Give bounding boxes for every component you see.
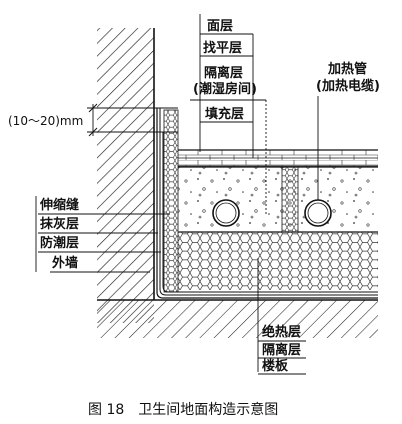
label-floor-slab: 楼板 (262, 358, 289, 374)
label-isolation-top: 隔离层 (204, 65, 243, 81)
label-heating-pipe: 加热管 (327, 61, 367, 77)
label-filling: 填充层 (205, 106, 244, 122)
label-heating-cable: (加热电缆) (316, 78, 380, 94)
floor-slab (97, 299, 378, 338)
label-isolation-top-note: (潮湿房间) (193, 81, 257, 97)
heating-pipe-right (304, 199, 332, 227)
label-exterior-wall: 外墙 (51, 255, 78, 271)
figure-caption: 图 18 卫生间地面构造示意图 (88, 401, 278, 418)
label-leveling: 找平层 (203, 40, 242, 56)
top-layer-labels: 面层 找平层 隔离层 (潮湿房间) 填充层 (190, 14, 267, 216)
insulation-layer (178, 231, 378, 290)
label-gap: (10～20)mm (8, 114, 83, 128)
heating-pipe-label: 加热管 (加热电缆) (316, 61, 380, 200)
label-insulation: 绝热层 (262, 324, 301, 340)
exterior-wall (97, 28, 155, 323)
label-isolation-bottom: 隔离层 (262, 342, 301, 358)
leveling-and-surface-layers (178, 149, 378, 167)
label-plaster: 抹灰层 (40, 216, 79, 232)
bottom-labels: 绝热层 隔离层 楼板 (257, 258, 306, 375)
filling-layer (178, 166, 378, 232)
expansion-joint-strip (163, 109, 179, 293)
wall-side-labels: 伸缩缝 抹灰层 防潮层 外墙 (35, 196, 170, 273)
filling-divider (281, 166, 299, 233)
label-surface: 面层 (207, 19, 233, 34)
gap-dimension: (10～20)mm (8, 103, 178, 137)
label-damp-proof: 防潮层 (40, 235, 79, 251)
label-expansion-joint: 伸缩缝 (39, 197, 79, 213)
heating-pipe-left (212, 199, 240, 227)
